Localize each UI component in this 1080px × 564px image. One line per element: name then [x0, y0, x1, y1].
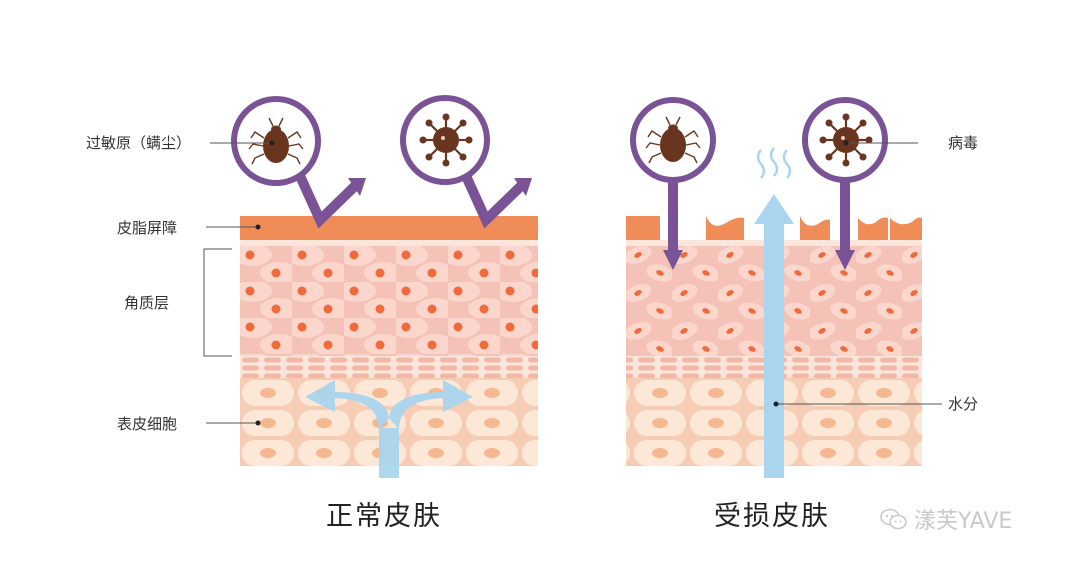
- virus-icon: [818, 112, 874, 168]
- label-epidermal-cells: 表皮细胞: [117, 415, 178, 433]
- virus-entry-magnifier: [802, 97, 888, 270]
- virus-icon: [418, 112, 474, 168]
- water-loss-arrow: [754, 194, 794, 478]
- virus-magnifier: [400, 95, 532, 229]
- steam-icon: [756, 147, 792, 179]
- water-retention-arrows: [305, 380, 473, 478]
- watermark: 漾芙YAVE: [880, 503, 1012, 535]
- label-stratum-corneum: 角质层: [124, 294, 170, 312]
- wechat-icon: [880, 508, 907, 530]
- stratum-corneum-layer: [240, 246, 538, 356]
- label-virus: 病毒: [948, 134, 979, 152]
- label-allergen: 过敏原（螨尘）: [86, 134, 192, 152]
- label-sebum-barrier: 皮脂屏障: [117, 219, 178, 237]
- allergen-entry-magnifier: [630, 97, 716, 270]
- caption-damaged-skin: 受损皮肤: [714, 501, 830, 532]
- allergen-magnifier: [231, 96, 366, 229]
- broken-barrier-layer: [626, 216, 922, 240]
- damaged-skin: [626, 97, 922, 478]
- caption-normal-skin: 正常皮肤: [326, 501, 442, 532]
- label-water: 水分: [948, 395, 979, 413]
- watermark-text: 漾芙YAVE: [914, 509, 1013, 534]
- normal-skin: [231, 95, 538, 478]
